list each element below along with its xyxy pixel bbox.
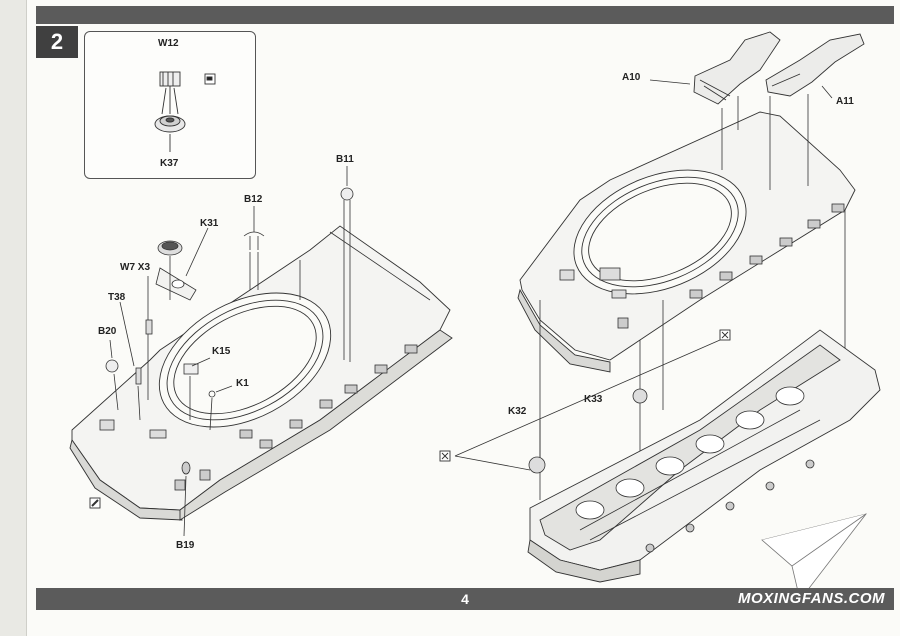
part-label-w7-x3: W7 X3 <box>120 262 151 273</box>
part-label-k37: K37 <box>160 158 179 169</box>
left-leader-lines <box>109 166 351 537</box>
left-turret-ring <box>158 292 332 428</box>
page-number: 4 <box>461 591 469 607</box>
step-number-badge: 2 <box>36 26 78 58</box>
part-label-a11: A11 <box>836 96 854 107</box>
part-label-k15: K15 <box>212 346 231 357</box>
right-hull-details <box>559 203 845 329</box>
part-label-b20: B20 <box>98 326 117 337</box>
inset-parts <box>154 71 216 152</box>
part-label-a10: A10 <box>622 72 641 83</box>
plate-a11 <box>765 33 865 97</box>
part-label-b12: B12 <box>244 194 263 205</box>
part-label-k1: K1 <box>236 378 249 389</box>
plate-a10 <box>693 31 781 105</box>
right-turret-ring <box>573 169 747 295</box>
part-label-b19: B19 <box>176 540 195 551</box>
part-label-w12: W12 <box>158 38 179 49</box>
site-watermark: MOXINGFANS.COM <box>738 590 886 607</box>
part-label-k32: K32 <box>508 406 527 417</box>
footer-bar <box>36 588 894 610</box>
header-bar <box>36 6 894 24</box>
part-label-k33: K33 <box>584 394 603 405</box>
lower-hull-wheel-wells <box>575 386 821 553</box>
part-label-t38: T38 <box>108 292 126 303</box>
binding-spine <box>0 0 27 636</box>
part-label-k31: K31 <box>200 218 219 229</box>
part-label-b11: B11 <box>336 154 354 165</box>
lower-leaders <box>454 339 721 474</box>
